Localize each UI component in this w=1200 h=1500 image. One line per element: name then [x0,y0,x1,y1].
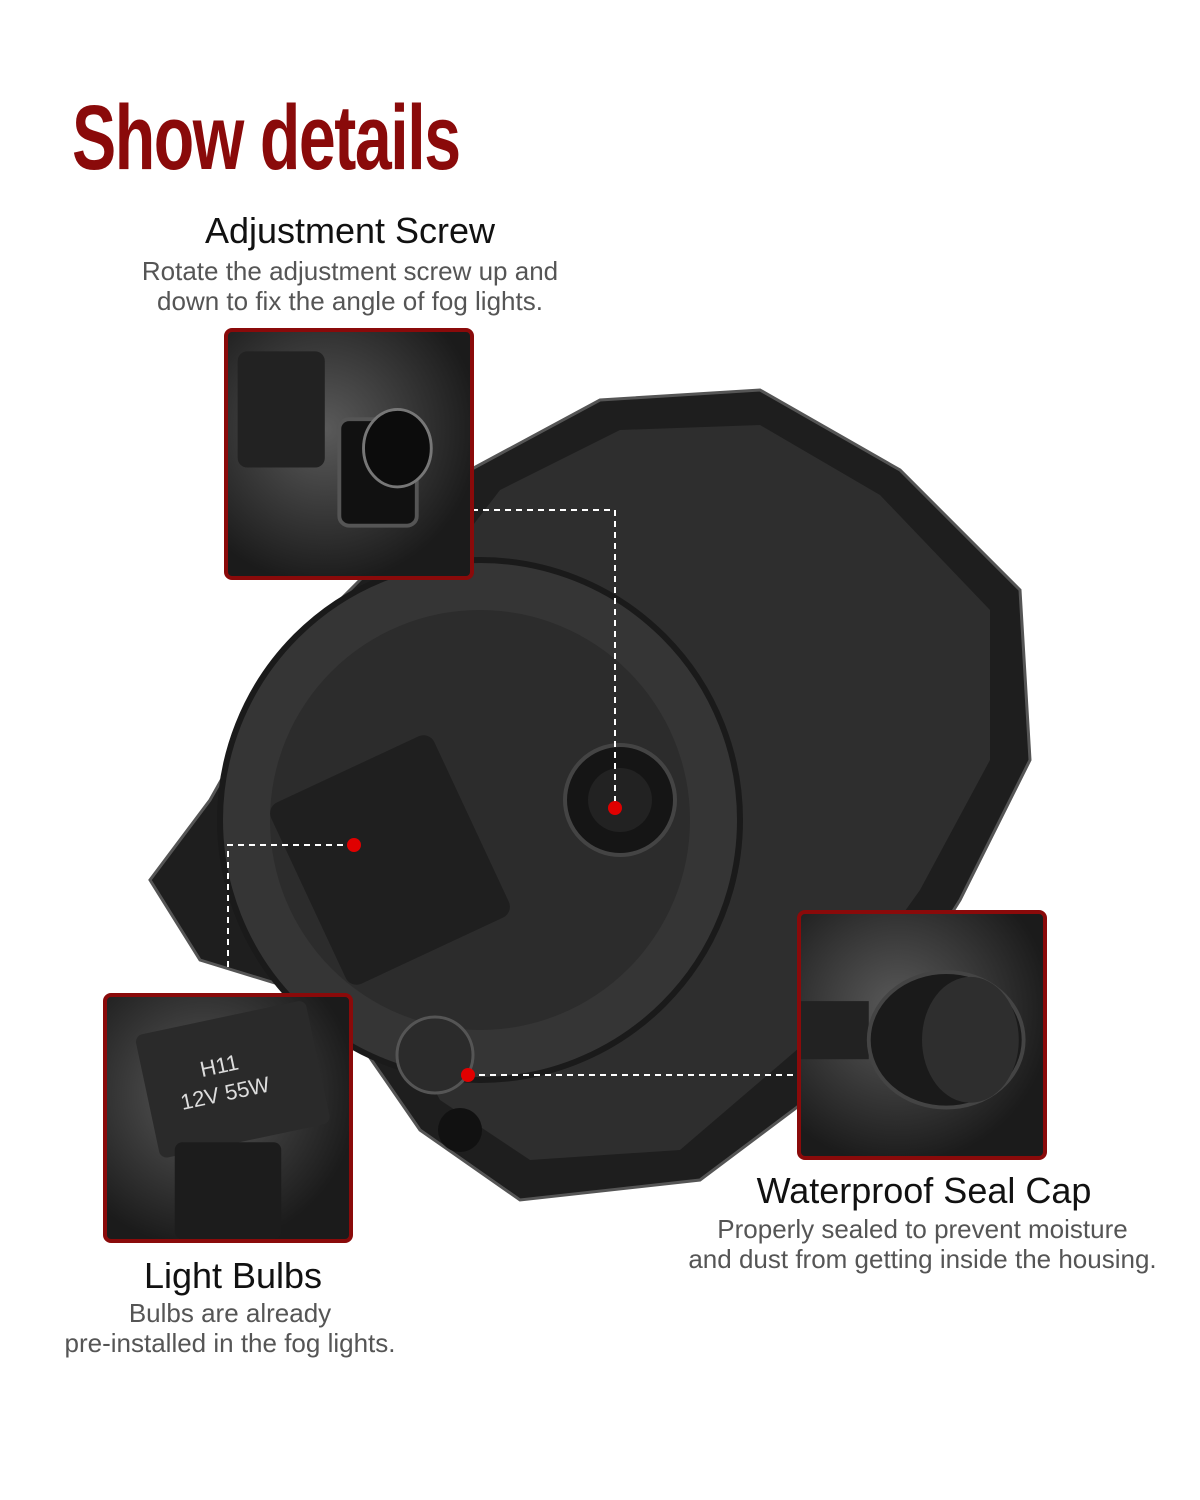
inset-waterproof-seal-cap [797,910,1047,1160]
page-title: Show details [72,87,461,189]
feature-desc-adjustment-screw: Rotate the adjustment screw up and down … [141,256,559,316]
marker-dot-bulb [347,838,361,852]
inset-light-bulbs: H11 12V 55W [103,993,353,1243]
feature-title-waterproof-seal-cap: Waterproof Seal Cap [756,1170,1092,1211]
marker-dot-cap [461,1068,475,1082]
feature-title-adjustment-screw: Adjustment Screw [204,210,496,251]
feature-desc-waterproof-seal-cap: Properly sealed to prevent moisture and … [688,1214,1157,1274]
leader-line-bulb [227,844,354,995]
marker-dot-screw [608,801,622,815]
feature-title-light-bulbs: Light Bulbs [143,1255,323,1296]
feature-desc-light-bulbs: Bulbs are already pre-installed in the f… [64,1298,396,1358]
leader-line-screw [472,509,616,808]
inset-adjustment-screw [224,328,474,580]
